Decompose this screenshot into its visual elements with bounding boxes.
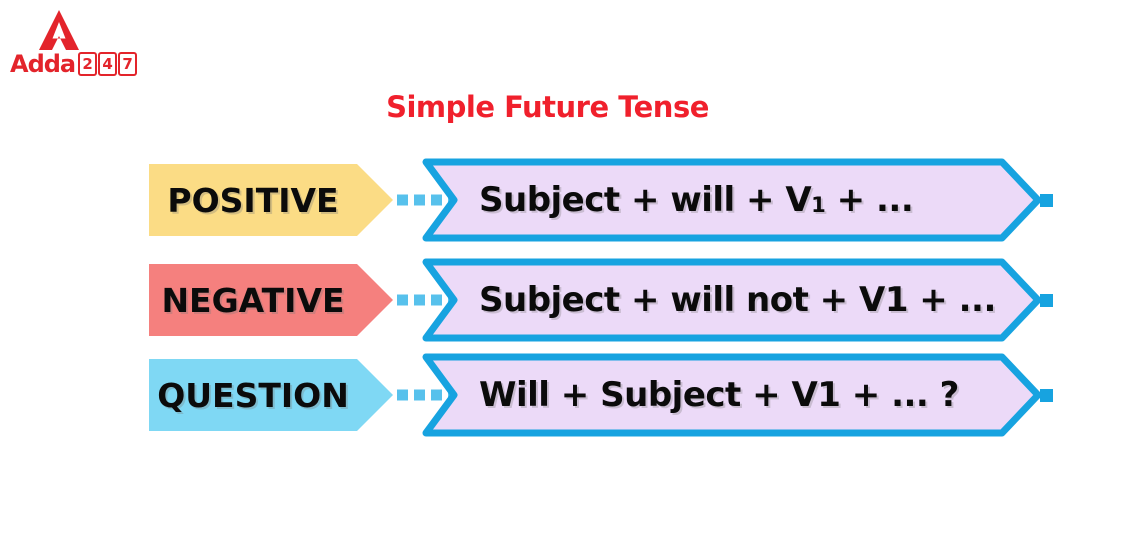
row-negative: NEGATIVE Subject + will not + V1 + ... bbox=[0, 250, 1141, 350]
question-banner-shape bbox=[149, 359, 393, 431]
row-negative-shapes bbox=[149, 258, 1053, 342]
row-question-shapes bbox=[149, 353, 1053, 437]
adda-triangle-icon bbox=[39, 10, 79, 50]
logo-digit-4: 4 bbox=[98, 52, 118, 76]
negative-banner-shape bbox=[149, 264, 393, 336]
ribbon-tip-nub bbox=[1040, 389, 1053, 402]
logo-digit-2: 2 bbox=[78, 52, 98, 76]
logo-digits: 2 4 7 bbox=[78, 52, 138, 76]
adda247-logo: Adda 2 4 7 bbox=[10, 8, 138, 78]
row-question: QUESTION Will + Subject + V1 + ... ? bbox=[0, 345, 1141, 445]
logo-brand: Adda bbox=[10, 50, 76, 78]
formula-ribbon-shape bbox=[422, 353, 1042, 437]
logo-text: Adda 2 4 7 bbox=[10, 50, 138, 78]
question-label-text: QUESTION bbox=[157, 375, 349, 415]
negative-formula: Subject + will not + V1 + ... bbox=[479, 250, 1039, 350]
negative-label-text: NEGATIVE bbox=[161, 280, 345, 320]
row-positive-shapes bbox=[149, 158, 1053, 242]
positive-banner-shape bbox=[149, 164, 393, 236]
question-label: QUESTION bbox=[149, 345, 357, 445]
formula-text: Will + Subject + V1 + ... ? bbox=[479, 375, 959, 415]
positive-label: POSITIVE bbox=[149, 150, 357, 250]
question-formula: Will + Subject + V1 + ... ? bbox=[479, 345, 1039, 445]
negative-label: NEGATIVE bbox=[149, 250, 357, 350]
formula-text: Subject + will not + V1 + ... bbox=[479, 280, 996, 320]
ribbon-tip-nub bbox=[1040, 294, 1053, 307]
positive-label-text: POSITIVE bbox=[167, 180, 339, 220]
formula-text: + ... bbox=[825, 180, 914, 220]
page-title: Simple Future Tense bbox=[386, 90, 709, 124]
formula-ribbon-shape bbox=[422, 158, 1042, 242]
formula-text: Subject + will + V bbox=[479, 180, 812, 220]
ribbon-tip-nub bbox=[1040, 194, 1053, 207]
formula-ribbon-shape bbox=[422, 258, 1042, 342]
logo-digit-7: 7 bbox=[118, 52, 138, 76]
